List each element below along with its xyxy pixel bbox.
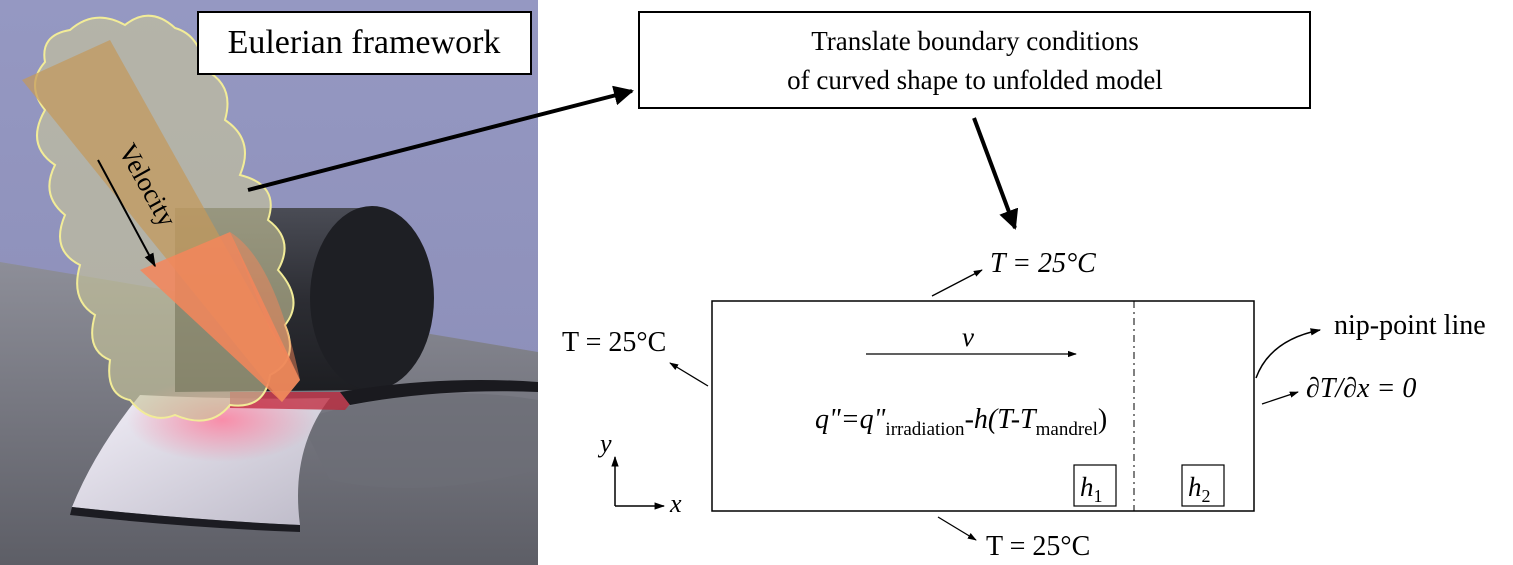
translate-bc-line1: Translate boundary conditions [811,26,1138,56]
heat-flux-expression: q"=q"irradiation-h(T-Tmandrel) [815,404,1107,440]
v-label: v [962,322,974,352]
domain-rectangle [711,300,1255,512]
unfolded-model: T = 25°C T = 25°C T = 25°C ∂T/∂x = 0 nip… [562,248,1486,562]
heated-zone [140,232,300,402]
render-panel: Velocity [0,0,538,565]
bc-top-label: T = 25°C [990,248,1096,279]
flux-q: q"=q" [815,404,886,435]
bc-bottom-arrow [937,516,977,541]
flux-irradiation-sub: irradiation [885,419,965,440]
flux-mandrel-sub: mandrel [1036,419,1098,440]
laminate-edge [70,507,300,532]
bc-right-arrow [1261,391,1299,405]
flux-close: ) [1098,404,1107,435]
framework-label: Eulerian framework [228,24,501,61]
h1-base: h [1080,472,1094,502]
mandrel-end-face [310,206,434,390]
axis-y-label: y [597,429,612,458]
velocity-arrow [97,159,156,268]
h2-box [1181,464,1225,507]
h1-label: h1 [1080,472,1103,506]
bc-left-label: T = 25°C [562,327,666,358]
flux-h-term: -h(T-T [965,404,1038,435]
framework-label-box [197,11,532,75]
nip-label-arrow [1255,328,1322,379]
h2-label: h2 [1188,472,1211,506]
h2-sub: 2 [1202,486,1211,506]
down-arrow [972,117,1019,230]
connector-arrow [247,85,634,192]
translate-bc-box [638,11,1311,109]
h2-base: h [1188,472,1202,502]
nip-point-label: nip-point line [1334,310,1486,341]
bc-bottom-label: T = 25°C [986,531,1090,562]
translate-bc-line2: of curved shape to unfolded model [787,65,1163,95]
bc-right-label: ∂T/∂x = 0 [1306,373,1416,404]
cylinder-shadow [300,393,538,488]
h1-sub: 1 [1094,486,1103,506]
bc-left-arrow [669,362,709,387]
h1-box [1073,464,1117,507]
bc-top-arrow [931,269,983,297]
tape-dark-band [340,379,538,405]
heated-zone-under [230,232,300,380]
axis-x-label: x [669,489,682,518]
